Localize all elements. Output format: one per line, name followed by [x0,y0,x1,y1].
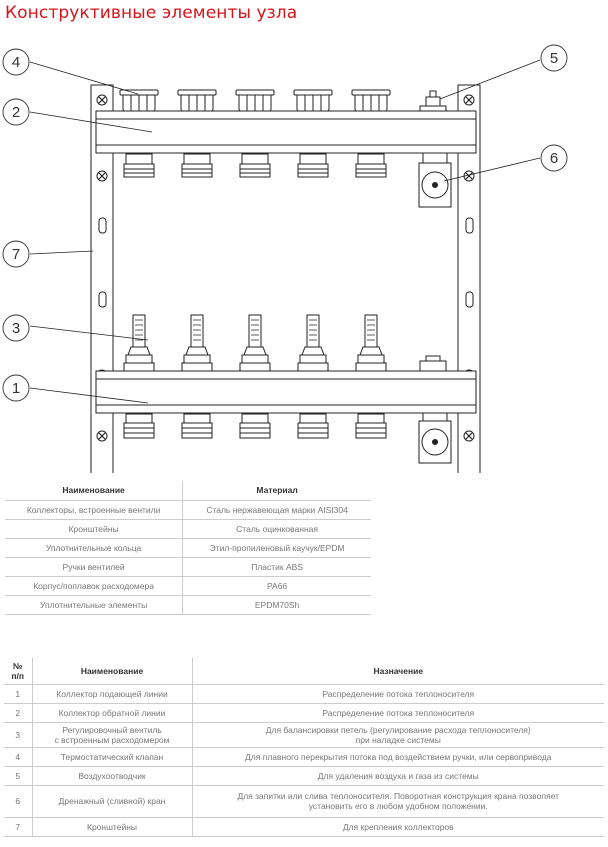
table-header-row: Наименование Материал [5,481,371,500]
table-cell: Сталь нержавеющая марки AISI304 [182,499,371,519]
air-vent [419,90,447,112]
callout-3: 3 [12,320,20,337]
table-cell: 3 [4,721,32,747]
table-cell: 6 [4,784,32,817]
callout-7: 7 [12,246,20,263]
leader-lines [29,59,541,404]
table-cell: Ручки вентилей [5,556,183,576]
supply-manifold [95,370,477,414]
table-cell: 2 [4,702,32,722]
table-cell: PA66 [182,575,371,595]
table-cell: Для плавного перекрытия потока под возде… [191,746,604,766]
table-cell: EPDM70Sh [182,594,371,615]
table-cell: Кронштейны [31,816,192,837]
table-cell: Кронштейны [5,518,183,538]
table-cell: Воздухоотводчик [31,765,192,785]
table-cell: Дренажный (сливной) кран [31,784,192,817]
column-header: Наименование [62,485,125,496]
drain-valve-bottom [418,412,452,464]
top-outlets [123,153,387,178]
table-header-row: № п/п Наименование Назначение [4,658,604,684]
callout-5: 5 [550,50,558,67]
callout-2: 2 [12,104,20,121]
table-cell: Пластик ABS [182,556,371,576]
column-header: Наименование [31,658,192,684]
table-cell: Коллектор обратной линии [31,702,192,722]
bottom-outlets [123,413,387,439]
callouts [2,44,568,402]
table-cell: Термостатический клапан [31,746,192,766]
callout-6: 6 [550,150,558,167]
table-cell: Уплотнительные кольца [5,537,183,557]
table-cell: Этил-пропиленовый каучук/EPDM [182,537,371,557]
column-header: № п/п [11,660,25,681]
column-header: Назначение [191,658,604,684]
thermostatic-valves [119,89,391,112]
table-cell: Для балансировки петель (регулирование р… [191,721,604,747]
table-cell: Коллектор подающей линии [31,683,192,703]
materials-table: Наименование Материал Коллекторы, встрое… [5,481,371,615]
table-cell: Регулировочный вентиль с встроенным расх… [31,721,192,747]
table-cell: 4 [4,746,32,766]
table-cell: 1 [4,683,32,703]
table-cell: 5 [4,765,32,785]
manifold-diagram: 4 2 3 1 7 5 6 [2,44,568,473]
flowmeters [123,314,387,372]
table-cell: Для удаления воздуха и газа из системы [191,765,604,785]
table-cell: 7 [4,816,32,837]
table-cell: Распределение потока теплоносителя [191,702,604,722]
callout-1: 1 [12,380,20,397]
table-cell: Для крепления коллекторов [191,816,604,837]
page-title: Конструктивные элементы узла [5,3,298,23]
drain-valve-top [418,152,452,208]
table-cell: Коллекторы, встроенные вентили [5,499,183,519]
table-cell: Сталь оцинкованная [182,518,371,538]
table-cell: Для запитки или слива теплоносителя. Пов… [191,784,604,817]
table-cell: Корпус/поплавок расходомера [5,575,183,595]
table-cell: Распределение потока теплоносителя [191,683,604,703]
column-header: Материал [182,481,371,500]
return-manifold [95,110,477,154]
callout-4: 4 [12,54,20,71]
table-cell: Уплотнительные элементы [5,594,183,615]
